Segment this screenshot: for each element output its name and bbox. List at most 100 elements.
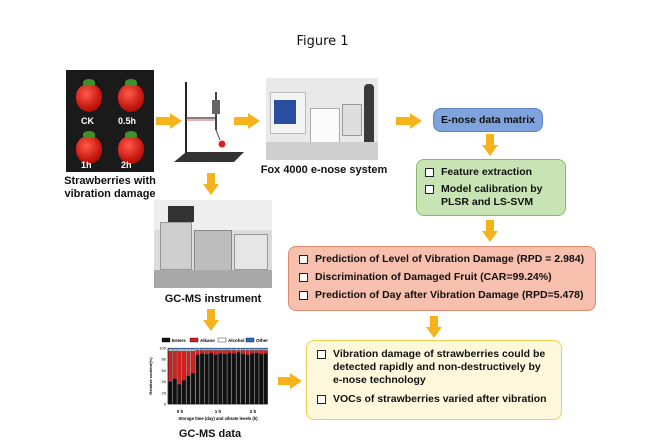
- bar-esters-5: [190, 373, 196, 405]
- feature-item-2-line2: PLSR and LS-SVM: [441, 196, 534, 208]
- strawberry-0-5h: [118, 79, 144, 112]
- feature-box: Feature extraction Model calibration by …: [416, 159, 566, 216]
- bar-alcohol-21: [263, 349, 268, 351]
- bar-other-6: [195, 347, 200, 350]
- bullet-square-icon: [317, 395, 326, 404]
- sampling-stand-illustration: [174, 82, 244, 162]
- feature-item-2-text: Model calibration by PLSR and LS-SVM: [441, 183, 543, 209]
- bar-esters-4: [186, 375, 191, 405]
- strawberry-1h: [76, 131, 102, 164]
- bar-alcohol-17: [245, 349, 250, 351]
- bar-esters-16: [240, 354, 246, 405]
- bar-alcohol-9: [209, 349, 214, 351]
- conclusion-item-1-line1: Vibration damage of strawberries could b…: [333, 348, 546, 360]
- bar-alcohol-3: [181, 349, 186, 351]
- bar-alkane-18: [250, 350, 255, 354]
- arrow-down-icon: [426, 316, 442, 338]
- x-group-label: 0 h: [177, 409, 184, 414]
- strawberry-caption-line2: vibration damage: [64, 188, 156, 200]
- bar-other-13: [227, 347, 232, 350]
- bar-alkane-2: [177, 350, 182, 385]
- bar-alcohol-12: [222, 349, 227, 351]
- bar-alkane-5: [190, 350, 196, 374]
- arrow-down-icon: [482, 220, 498, 242]
- bar-other-8: [204, 347, 209, 350]
- bar-alkane-20: [259, 350, 264, 355]
- bar-alkane-10: [213, 350, 218, 355]
- x-group-label: 1 h: [215, 409, 222, 414]
- bar-esters-14: [231, 353, 236, 405]
- conclusion-item-1: Vibration damage of strawberries could b…: [317, 348, 551, 387]
- bar-esters-10: [213, 354, 218, 405]
- bar-esters-13: [227, 352, 232, 405]
- bar-alkane-14: [231, 350, 236, 354]
- y-tick-label: 80: [162, 357, 167, 362]
- bar-other-2: [177, 347, 182, 350]
- bar-other-3: [181, 347, 186, 350]
- enose-matrix-box: E-nose data matrix: [433, 108, 543, 132]
- bar-alcohol-18: [250, 349, 255, 351]
- gcms-data-label: GC-MS data: [178, 428, 242, 440]
- conclusion-item-1-text: Vibration damage of strawberries could b…: [333, 348, 545, 387]
- bullet-square-icon: [299, 255, 308, 264]
- conclusion-box: Vibration damage of strawberries could b…: [306, 340, 562, 420]
- arrow-right-icon: [234, 113, 260, 129]
- feature-item-2-line1: Model calibration by: [441, 183, 543, 195]
- bar-esters-6: [195, 354, 200, 405]
- prediction-item-3-text: Prediction of Day after Vibration Damage…: [315, 289, 584, 301]
- figure-title: Figure 1: [296, 34, 349, 49]
- conclusion-item-2-text: VOCs of strawberries varied after vibrat…: [333, 393, 547, 405]
- bar-esters-0: [168, 381, 173, 405]
- strawberry-caption-line1: Strawberries with: [64, 175, 156, 187]
- prediction-item-2: Discrimination of Damaged Fruit (CAR=99.…: [299, 271, 585, 284]
- bar-alkane-8: [204, 350, 209, 355]
- bar-esters-12: [222, 354, 227, 405]
- bar-alcohol-2: [177, 349, 182, 351]
- bar-alkane-11: [218, 350, 223, 354]
- bar-alcohol-14: [231, 349, 236, 351]
- bar-alcohol-0: [168, 349, 173, 351]
- bar-other-5: [190, 347, 196, 350]
- bar-alkane-0: [168, 350, 173, 382]
- prediction-item-1-text: Prediction of Level of Vibration Damage …: [315, 253, 585, 265]
- arrow-right-icon: [156, 113, 182, 129]
- bar-esters-9: [209, 352, 214, 405]
- bullet-square-icon: [425, 185, 434, 194]
- gcms-instrument-label: GC-MS instrument: [164, 293, 262, 305]
- bar-esters-11: [218, 353, 223, 405]
- feature-item-2: Model calibration by PLSR and LS-SVM: [425, 183, 557, 209]
- label-2h: 2h: [121, 160, 132, 170]
- bar-other-21: [263, 347, 268, 350]
- bar-other-11: [218, 347, 223, 350]
- bar-alkane-13: [227, 350, 232, 354]
- x-axis-label: Storage time (day) and vibrate levels (h…: [178, 416, 258, 421]
- legend-swatch-esters: [161, 337, 171, 343]
- bar-other-20: [259, 347, 264, 350]
- arrow-right-icon: [278, 373, 302, 389]
- label-ck: CK: [81, 116, 94, 126]
- bar-alkane-16: [240, 350, 246, 355]
- bar-esters-8: [204, 354, 209, 405]
- bullet-square-icon: [317, 350, 326, 359]
- strawberry-2h: [118, 131, 144, 164]
- arrow-right-icon: [396, 113, 422, 129]
- legend-swatch-alkane: [189, 337, 199, 343]
- prediction-item-1: Prediction of Level of Vibration Damage …: [299, 253, 585, 266]
- bar-alkane-17: [245, 350, 250, 355]
- bar-alcohol-10: [213, 349, 218, 351]
- legend-label-esters: Esters: [172, 338, 186, 343]
- enose-photo: [266, 78, 378, 160]
- bar-other-1: [172, 347, 177, 350]
- bullet-square-icon: [425, 168, 434, 177]
- y-tick-label: 40: [162, 379, 167, 384]
- bar-esters-1: [172, 378, 177, 405]
- enose-label: Fox 4000 e-nose system: [260, 164, 388, 176]
- y-tick-label: 0: [164, 402, 167, 407]
- bar-esters-19: [254, 352, 259, 405]
- bar-alkane-9: [209, 350, 214, 354]
- bar-alcohol-15: [236, 349, 241, 351]
- bar-alkane-12: [222, 350, 227, 355]
- legend-swatch-other: [245, 337, 255, 343]
- bar-alcohol-4: [186, 349, 191, 351]
- bar-other-10: [213, 347, 218, 350]
